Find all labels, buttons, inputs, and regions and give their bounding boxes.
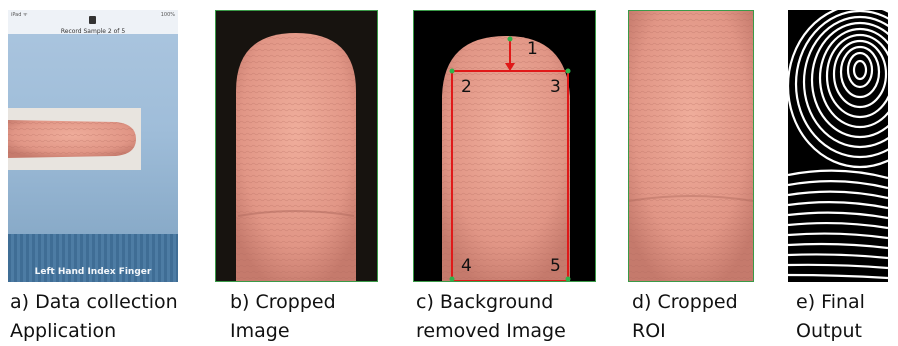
corner-dot — [508, 37, 513, 42]
caption-d-line2: ROI — [632, 317, 738, 346]
caption-d: d) Cropped ROI — [632, 288, 738, 346]
caption-c-line1: c) Background — [416, 288, 566, 317]
caption-b-line2: Image — [230, 317, 336, 346]
caption-b-line1: b) Cropped — [230, 288, 336, 317]
marker-4: 4 — [461, 256, 472, 276]
caption-a-line2: Application — [10, 317, 178, 346]
caption-e-line1: e) Final — [796, 288, 865, 317]
corner-dot — [450, 69, 455, 74]
panel-data-collection-app: iPad ᯤ 100% Record Sample 2 of 5 Left Ha… — [8, 10, 178, 282]
binarized-fingerprint — [788, 10, 888, 282]
caption-e-line2: Output — [796, 317, 865, 346]
marker-2: 2 — [461, 77, 472, 97]
panel-background-removed: 1 2 3 4 5 — [413, 10, 596, 282]
panel-cropped-image — [215, 10, 378, 282]
finger-label: Left Hand Index Finger — [8, 267, 178, 277]
status-right: 100% — [161, 12, 175, 18]
panel-cropped-roi — [628, 10, 754, 282]
finger-photo — [8, 108, 141, 170]
marker-5: 5 — [550, 256, 561, 276]
caption-e: e) Final Output — [796, 288, 865, 346]
caption-b: b) Cropped Image — [230, 288, 336, 346]
app-title: Record Sample 2 of 5 — [8, 28, 178, 35]
caption-c-line2: removed Image — [416, 317, 566, 346]
caption-c: c) Background removed Image — [416, 288, 566, 346]
caption-a-line1: a) Data collection — [10, 288, 178, 317]
app-icon — [89, 16, 96, 24]
corner-dot — [566, 69, 571, 74]
marker-1: 1 — [527, 39, 538, 59]
panel-final-output — [788, 10, 888, 282]
caption-a: a) Data collection Application — [10, 288, 178, 346]
caption-d-line1: d) Cropped — [632, 288, 738, 317]
marker-3: 3 — [550, 77, 561, 97]
status-left: iPad ᯤ — [11, 12, 28, 18]
